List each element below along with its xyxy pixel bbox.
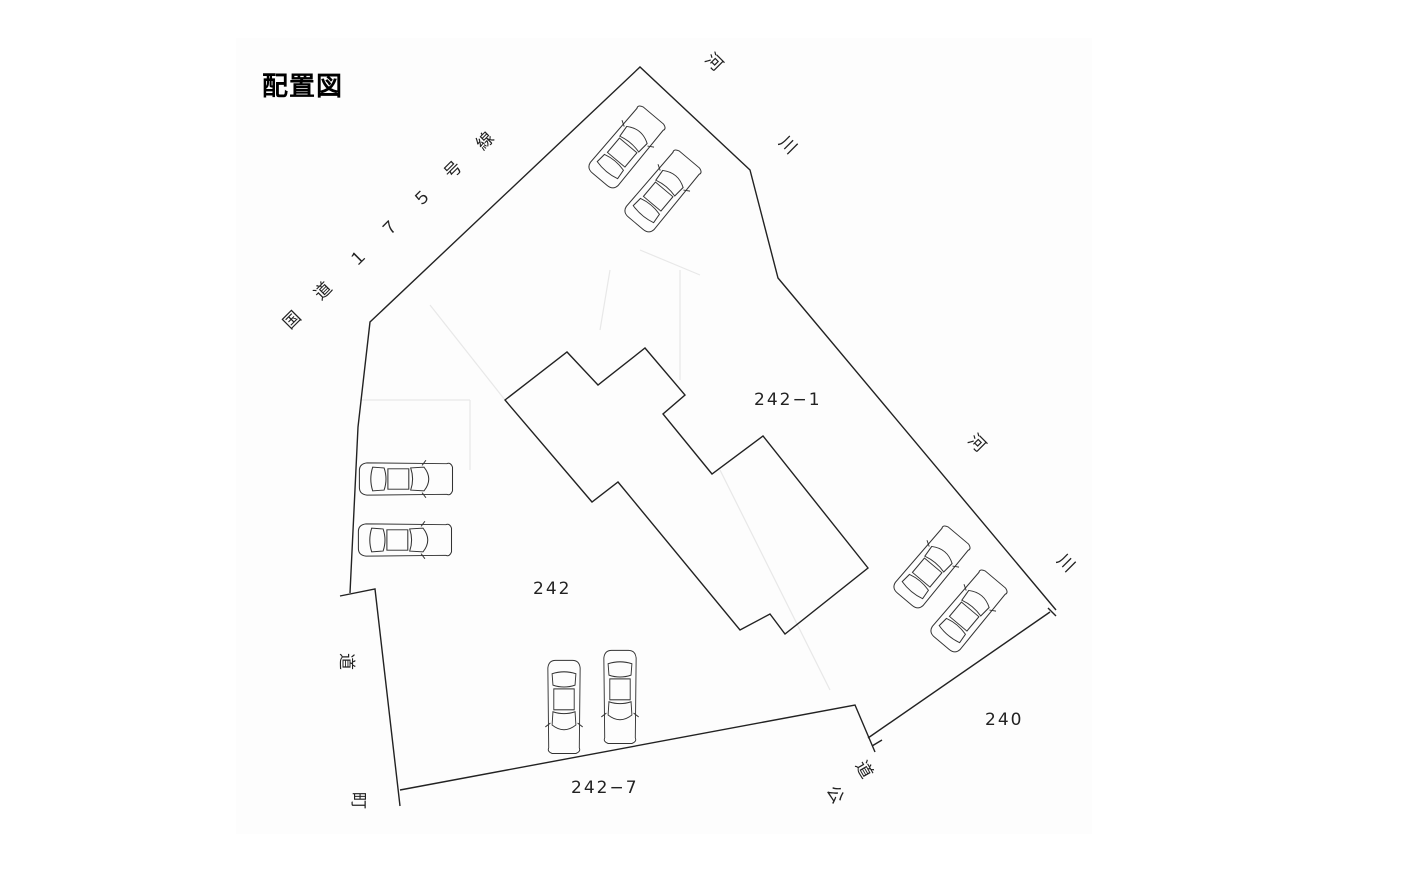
parking-car-8	[600, 649, 640, 745]
parking-car-5	[888, 521, 975, 614]
building-footprint	[503, 347, 869, 635]
national-route-char-7: 線	[472, 128, 498, 154]
river-upper-char-2: 川	[774, 132, 800, 158]
parking-car-6	[925, 565, 1012, 658]
river-lower-char-1: 河	[963, 430, 989, 456]
town-road-boundary	[339, 588, 401, 807]
public-road-char-2: 道	[851, 758, 877, 783]
river-upper-char-1: 河	[700, 49, 726, 75]
lot-242-7-boundary	[399, 704, 876, 791]
parking-car-7	[544, 659, 584, 755]
road-label-town-road: 町 道	[336, 653, 368, 809]
river-lower-char-2: 川	[1052, 550, 1078, 576]
parking-car-2	[619, 145, 706, 238]
public-road-char-1: 公	[822, 783, 848, 808]
lot-label-242-1: 242−1	[754, 390, 822, 410]
lot-label-242-7: 242−7	[571, 778, 639, 798]
faint-guide-lines	[360, 249, 831, 691]
national-route-char-2: 道	[310, 278, 336, 304]
parking-car-3	[358, 459, 454, 499]
page-title: 配置図	[262, 72, 344, 102]
lot-240-boundary	[867, 611, 1051, 739]
national-route-char-6: 号	[440, 157, 466, 183]
boundary-tick-south	[871, 739, 883, 747]
national-route-char-5: ５	[409, 185, 435, 211]
road-label-river-lower: 河 川	[963, 430, 1078, 576]
lot-label-242: 242	[533, 579, 571, 599]
site-boundary	[349, 66, 1057, 611]
national-route-char-4: ７	[377, 215, 403, 241]
town-road-char-1: 町	[348, 792, 368, 809]
parking-car-4	[357, 520, 453, 560]
road-label-public-road: 公 道	[822, 758, 877, 808]
town-road-char-2: 道	[336, 653, 356, 670]
lot-label-240: 240	[985, 710, 1023, 730]
road-label-river-upper: 河 川	[700, 49, 800, 158]
national-route-char-3: １	[345, 245, 371, 271]
boundary-tick-east	[1047, 607, 1057, 617]
national-route-char-1: 国	[279, 307, 305, 333]
